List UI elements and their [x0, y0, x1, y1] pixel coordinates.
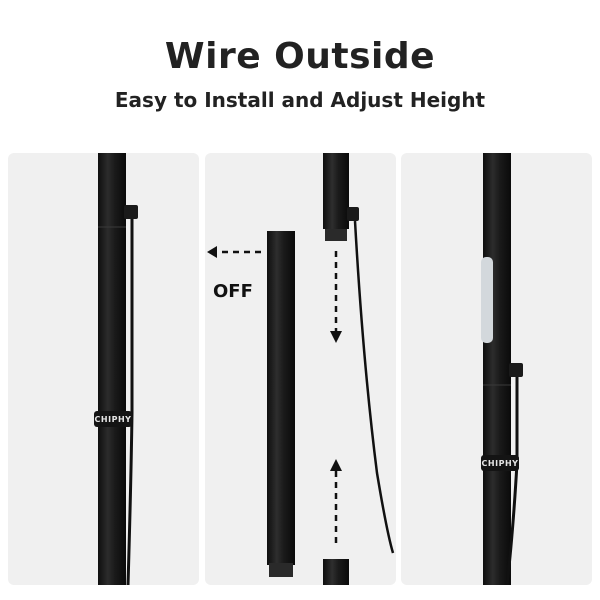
wire-plug	[124, 205, 138, 219]
assembled-pole-illustration: CHIPHY	[94, 153, 138, 585]
cable-strap	[94, 411, 132, 427]
upper-pole-thread	[325, 229, 347, 241]
wire-plug	[509, 363, 523, 377]
cable-strap	[481, 455, 519, 471]
arrow-down-icon	[330, 251, 342, 343]
detached-pole-section	[267, 231, 295, 565]
panel-disassembly: OFF	[205, 153, 396, 585]
upper-pole-section	[323, 153, 349, 229]
wire-plug	[347, 207, 359, 221]
external-wire	[353, 220, 395, 554]
adjusted-pole-illustration: CHIPHY	[481, 153, 523, 585]
off-label: OFF	[213, 281, 253, 302]
external-wire	[126, 219, 134, 585]
lamp-head	[481, 257, 493, 343]
pole	[98, 153, 126, 585]
pole	[483, 153, 511, 585]
lower-pole-section	[323, 559, 349, 585]
arrow-up-icon	[330, 459, 342, 545]
panel-assembled-pole: CHIPHY	[8, 153, 199, 585]
page-title: Wire Outside	[164, 36, 436, 77]
panel-adjusted-pole: CHIPHY	[401, 153, 592, 585]
detached-pole-thread	[269, 563, 293, 577]
strap-label: CHIPHY	[95, 415, 132, 424]
strap-label: CHIPHY	[482, 459, 519, 468]
disassembly-illustration	[207, 153, 395, 585]
page-subtitle: Easy to Install and Adjust Height	[114, 88, 486, 112]
arrow-left-icon	[207, 246, 261, 258]
